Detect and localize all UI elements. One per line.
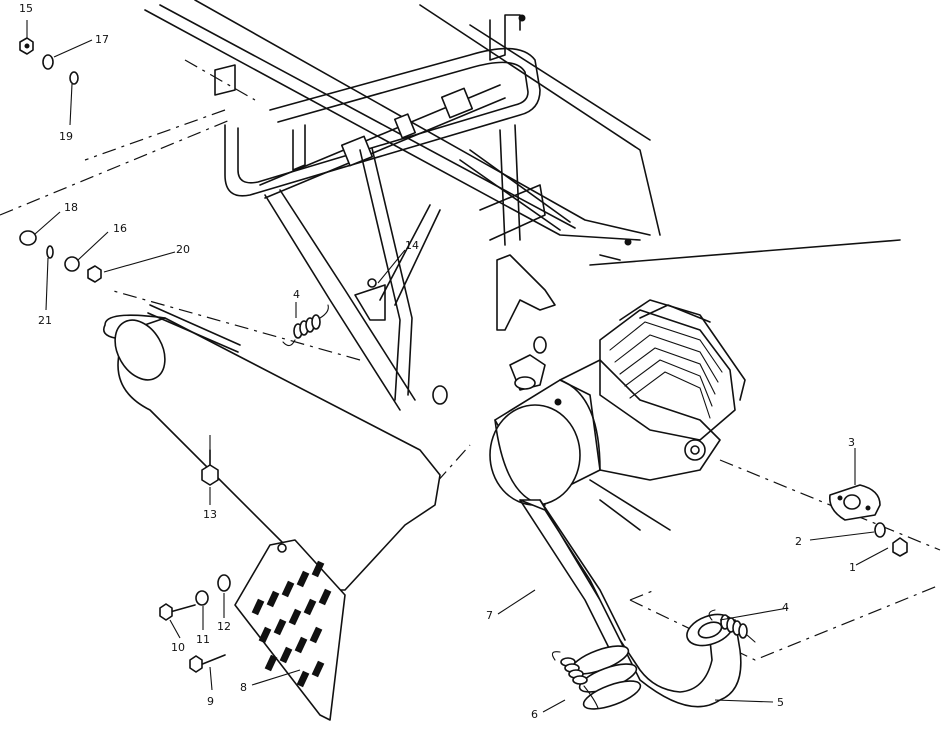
callout-21: 21 (38, 314, 52, 327)
callout-16: 16 (113, 222, 127, 235)
callout-1: 1 (849, 561, 856, 574)
callout-14: 14 (405, 239, 419, 252)
callout-7: 7 (486, 609, 493, 622)
heat-shield (234, 539, 346, 721)
callout-labels: 1 2 3 4 4 5 6 7 8 9 10 11 12 13 14 15 16… (19, 2, 856, 721)
callout-2: 2 (795, 535, 802, 548)
callout-20: 20 (176, 243, 190, 256)
callout-4b: 4 (782, 601, 789, 614)
engine (489, 299, 746, 506)
callout-13: 13 (203, 508, 217, 521)
callout-3: 3 (848, 436, 855, 449)
callout-19: 19 (59, 130, 73, 143)
callout-4a: 4 (293, 288, 300, 301)
springs (282, 304, 756, 709)
callout-8: 8 (240, 681, 247, 694)
leader-lines (26, 20, 889, 713)
callout-9: 9 (207, 695, 214, 708)
fasteners (19, 37, 908, 673)
exhaust-headpipe (519, 499, 742, 710)
callout-11: 11 (196, 633, 210, 646)
callout-18: 18 (64, 201, 78, 214)
callout-15: 15 (19, 2, 33, 15)
callout-10: 10 (171, 641, 185, 654)
vehicle-frame (144, 0, 901, 531)
callout-17: 17 (95, 33, 109, 46)
callout-6: 6 (531, 708, 538, 721)
callout-12: 12 (217, 620, 231, 633)
callout-5: 5 (777, 696, 784, 709)
muffler (102, 304, 441, 591)
